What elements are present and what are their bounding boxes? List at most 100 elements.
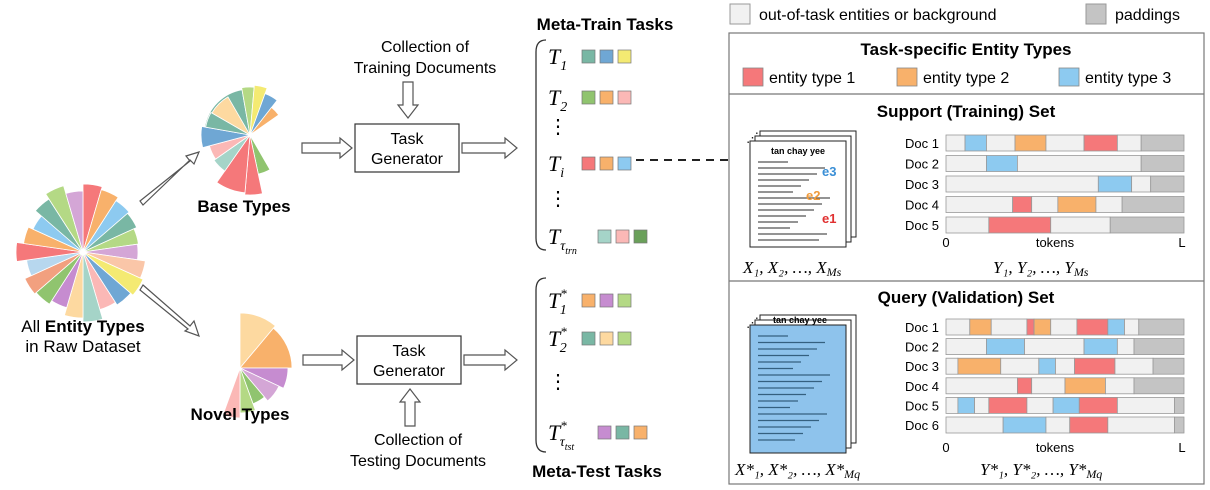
entity-type-square <box>633 229 648 244</box>
pie-novel-slice <box>239 312 276 370</box>
pie-base-slice <box>244 134 263 196</box>
doc-label: Doc 4 <box>905 198 939 213</box>
pie-all-slice <box>82 189 119 253</box>
pie-base-slice <box>211 96 252 137</box>
task-symbol: T2 <box>548 85 567 115</box>
arrow-generator-to-train-tasks <box>461 136 518 160</box>
entity-type-3-label: entity type 3 <box>1085 70 1171 87</box>
arrow-novel-to-generator <box>302 348 355 372</box>
ellipsis-vertical: ⋮ <box>548 371 568 393</box>
support-receipt-stack: ⋰ tan chay yee e3 e2 e1 <box>746 130 857 248</box>
token-segment <box>1107 318 1125 336</box>
entity-type-legend: entity type 1 entity type 2 entity type … <box>742 67 1171 87</box>
token-segment <box>1017 377 1033 395</box>
token-segment <box>1052 396 1080 414</box>
token-segment <box>1050 318 1078 336</box>
pie-all-slice <box>82 251 144 296</box>
task-symbol: T*1 <box>548 286 567 318</box>
train-generator-line2: Generator <box>371 151 444 168</box>
pie-all-slice <box>82 251 104 323</box>
entity-type-square <box>617 331 632 346</box>
novel-types-pie <box>222 312 293 419</box>
pie-all-slice <box>82 212 138 253</box>
token-segment <box>945 216 990 234</box>
pie-all-slice <box>82 228 139 253</box>
pie-all-slice <box>23 226 84 253</box>
arrow-down-to-train-generator <box>396 81 420 119</box>
token-segment <box>1105 377 1135 395</box>
arrow-up-to-test-generator <box>398 388 422 427</box>
token-segment <box>945 175 1099 193</box>
all-entity-types-pie <box>15 183 146 323</box>
doc-label: Doc 2 <box>905 157 939 172</box>
train-generator-line1: Task <box>391 131 425 148</box>
legend-paddings-label: paddings <box>1115 7 1180 24</box>
entity-type-square <box>615 229 630 244</box>
task-symbol: T1 <box>548 44 567 74</box>
split-arrow-down <box>139 284 200 337</box>
split-arrow-up <box>139 151 201 206</box>
token-segment <box>1083 338 1118 356</box>
entity-type-square <box>599 90 614 105</box>
token-segment <box>957 357 1002 375</box>
token-segment <box>1031 377 1066 395</box>
token-segment <box>945 416 1004 434</box>
token-segment <box>1083 134 1118 152</box>
pie-all-slice <box>45 185 84 253</box>
entity-type-square <box>581 90 596 105</box>
meta-test-task-list: T*1T*2T*τtst⋮ <box>548 286 648 453</box>
token-segment <box>945 338 987 356</box>
pie-base-slice <box>249 93 278 136</box>
token-segment <box>1131 175 1152 193</box>
entity-type-square <box>581 331 596 346</box>
token-segment <box>964 134 987 152</box>
entity-type-square <box>599 49 614 64</box>
token-segment <box>1116 134 1142 152</box>
legend-out-of-task-swatch <box>729 3 751 25</box>
entity-type-square <box>615 425 630 440</box>
doc-label: Doc 3 <box>905 177 939 192</box>
support-set-title: Support (Training) Set <box>877 102 1056 121</box>
token-segment <box>1121 196 1185 213</box>
entity-type-2-swatch <box>896 67 918 87</box>
token-segment <box>945 377 1018 395</box>
arrow-base-to-generator <box>301 136 353 160</box>
pie-base-slice <box>200 126 251 149</box>
entity-type-1-label: entity type 1 <box>769 70 855 87</box>
pie-base-slice <box>205 111 251 136</box>
token-segment <box>1116 338 1135 356</box>
token-segment <box>1031 196 1059 213</box>
entity-type-square <box>597 229 612 244</box>
token-segment <box>1114 357 1154 375</box>
pie-all-slice <box>24 251 84 295</box>
doc-label: Doc 4 <box>905 379 939 394</box>
entity-type-3-swatch <box>1058 67 1080 87</box>
pie-base-slice <box>249 106 280 136</box>
support-x-caption: X₁, X₂, …, XMs <box>742 258 842 279</box>
token-segment <box>1045 416 1071 434</box>
base-types-label: Base Types <box>197 197 290 216</box>
meta-test-heading: Meta-Test Tasks <box>532 462 662 481</box>
token-segment <box>988 216 1052 234</box>
doc-label: Doc 2 <box>905 340 939 355</box>
task-row: T1 <box>548 44 632 74</box>
token-segment <box>1074 357 1116 375</box>
novel-types-label: Novel Types <box>191 405 290 424</box>
task-row: T*1 <box>548 286 632 318</box>
token-segment <box>969 318 992 336</box>
training-collection-line1: Collection of <box>381 39 470 56</box>
entity-type-1-swatch <box>742 67 764 87</box>
token-segment <box>986 338 1025 356</box>
pie-novel-slice <box>239 367 289 389</box>
pie-all-slice <box>82 251 132 306</box>
token-segment <box>988 396 1028 414</box>
token-segment <box>945 155 987 172</box>
all-entity-types-label: All Entity Types <box>21 317 144 336</box>
pie-base-slice <box>213 134 251 172</box>
token-segment <box>974 396 990 414</box>
pie-all-slice <box>65 190 84 253</box>
token-segment <box>1024 338 1085 356</box>
